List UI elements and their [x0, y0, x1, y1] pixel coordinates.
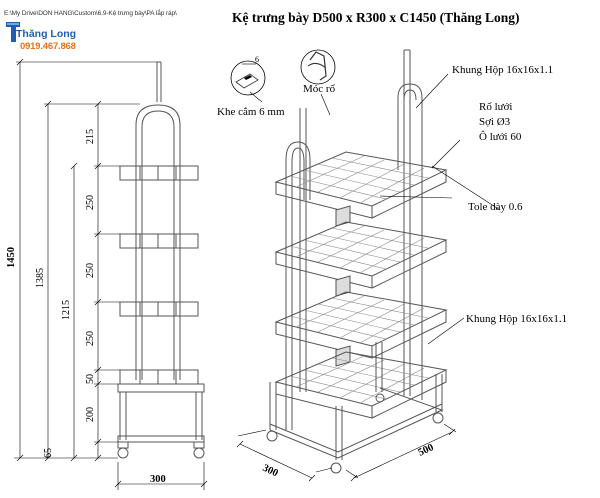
- label-basket-2: Sợi Ø3: [479, 116, 511, 128]
- dim-seg-65: 65: [43, 448, 54, 458]
- dim-height-1385: 1385: [35, 268, 46, 288]
- drawing-title: Kệ trưng bày D500 x R300 x C1450 (Thăng …: [232, 10, 520, 25]
- brand-name: Thăng Long: [16, 28, 76, 40]
- file-path: E:\My Drive\DON HANG\Custom\6.9-Kệ trưng…: [4, 10, 177, 17]
- front-dimensions: [14, 58, 208, 490]
- label-frame-top: Khung Hộp 16x16x1.1: [452, 64, 553, 76]
- label-frame-bottom: Khung Hộp 16x16x1.1: [466, 313, 567, 325]
- label-basket-1: Rổ lưới: [479, 101, 512, 113]
- dim-seg-215: 215: [85, 129, 96, 144]
- dim-seg-200: 200: [85, 407, 96, 422]
- dim-seg-50: 50: [85, 374, 96, 384]
- label-sheet: Tole dày 0.6: [468, 201, 523, 213]
- brand-phone: 0919.467.868: [20, 41, 76, 52]
- front-view: [117, 61, 205, 459]
- dim-depth-iso: 300: [261, 463, 280, 480]
- dim-height-1215: 1215: [61, 300, 72, 320]
- dim-seg-250c: 250: [85, 331, 96, 346]
- slot-detail: 6: [230, 55, 266, 103]
- brand-logo-icon: [6, 22, 20, 42]
- hook-label: Móc rổ: [303, 83, 336, 95]
- dim-seg-250a: 250: [85, 195, 96, 210]
- dim-width-front: 300: [150, 474, 166, 485]
- isometric-view: [266, 49, 448, 474]
- svg-text:Thăng Long: Thăng Long: [16, 28, 76, 40]
- label-basket-3: Ô lưới 60: [479, 131, 522, 143]
- dim-height-total: 1450: [6, 247, 17, 268]
- slot-width-label: 6: [255, 55, 259, 64]
- slot-label: Khe cắm 6 mm: [217, 106, 285, 118]
- leader-lines: [379, 73, 501, 345]
- dim-seg-250b: 250: [85, 263, 96, 278]
- brand-logo: Thăng Long 0919.467.868: [2, 22, 76, 56]
- dim-length-iso: 500: [417, 442, 436, 459]
- hook-detail: [300, 49, 336, 85]
- iso-dimensions: [236, 423, 457, 482]
